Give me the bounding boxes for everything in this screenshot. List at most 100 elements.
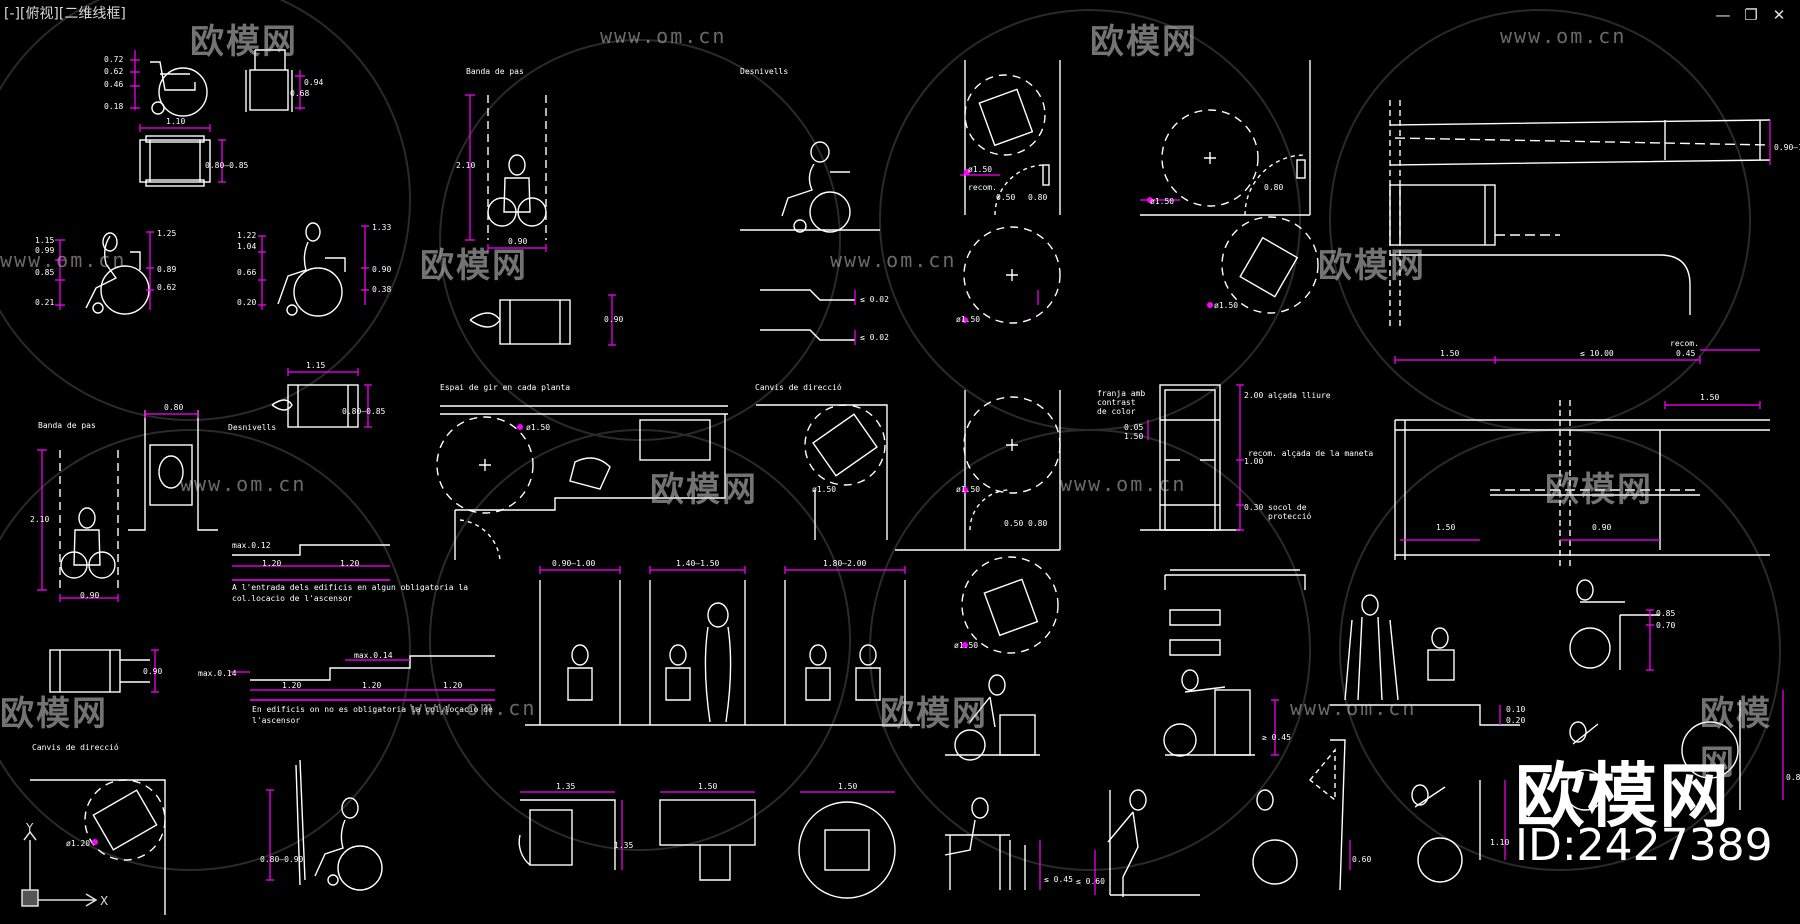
viewport-window-controls: — ❐ ✕ — [1714, 6, 1788, 24]
dim-text: 0.80 — [1028, 519, 1047, 528]
dim-text: ø1.50 — [956, 315, 980, 324]
dim-text: ≤ 0.02 — [860, 295, 889, 304]
close-button[interactable]: ✕ — [1772, 6, 1786, 24]
dim-text: 1.04 — [237, 242, 256, 251]
dim-text: 0.85 — [35, 268, 54, 277]
minimize-button[interactable]: — — [1715, 6, 1731, 24]
dim-text: 0.30 — [1244, 503, 1263, 512]
dim-text: 0.45 — [1676, 349, 1695, 358]
dim-text: 1.20 — [362, 681, 381, 690]
watermark-brand: 欧模网 — [1700, 694, 1772, 783]
dim-text: 0.80–0.90 — [260, 855, 304, 864]
svg-text:X: X — [100, 894, 108, 908]
turning-circle-door-3 — [895, 390, 1061, 654]
watermark-brand: 欧模网 — [0, 694, 108, 734]
restore-button[interactable]: ❐ — [1744, 6, 1758, 24]
dim-text: 1.15 — [306, 361, 325, 370]
dim-text: 1.00 — [1244, 457, 1263, 466]
dim-text: 0.90 — [604, 315, 623, 324]
dim-text: 0.72 — [104, 55, 123, 64]
label-socol-b: protecció — [1268, 511, 1312, 521]
dim-text: 0.80 — [1264, 183, 1283, 192]
dim-text: ø1.50 — [968, 165, 992, 174]
watermark-url: www.om.cn — [0, 248, 127, 272]
dim-text: 1.50 — [1436, 523, 1455, 532]
turn-plan-circle — [798, 801, 896, 899]
label-socol-a: socol de — [1268, 503, 1307, 512]
dim-text: 0.68 — [290, 89, 309, 98]
label-alcada-lliure: alçada lliure — [1268, 391, 1331, 400]
dim-text: 2.10 — [30, 515, 49, 524]
watermark-brand: 欧模网 — [420, 246, 528, 286]
ucs-icon: Y X — [21, 821, 108, 908]
banda-de-pas-plan-2 — [128, 410, 218, 531]
dim-text: ø1.50 — [812, 485, 836, 494]
dim-text: 0.05 — [1124, 423, 1143, 432]
dim-text: 0.62 — [157, 283, 176, 292]
ramp-steps-2 — [250, 655, 495, 701]
dim-text: 1.35 — [614, 841, 633, 850]
dim-text: 0.50 — [1004, 519, 1023, 528]
watermark-url: www.om.cn — [410, 696, 537, 720]
dim-text: ≤ 0.45 — [1044, 875, 1073, 884]
desnivells-person-wheelchair — [740, 141, 880, 233]
watermark-url: www.om.cn — [1500, 24, 1627, 48]
label-espai-gir: Espai de gir en cada planta — [440, 383, 570, 392]
watermark-brand: 欧模网 — [880, 694, 988, 734]
note-2b: l'ascensor — [252, 716, 300, 725]
label-recom-2: recom. — [1670, 339, 1699, 348]
dim-text: ø1.50 — [954, 641, 978, 650]
dim-text: 0.80–0.85 — [342, 407, 386, 416]
dim-text: 0.80 — [1786, 773, 1800, 782]
dim-text: 1.33 — [372, 223, 391, 232]
watermark-url: www.om.cn — [830, 248, 957, 272]
dim-text: 2.10 — [456, 161, 475, 170]
dim-text: 0.90 — [80, 591, 99, 600]
label-franja-a: franja amb — [1097, 389, 1145, 398]
watermark-url: www.om.cn — [1290, 696, 1417, 720]
watermark-brand: 欧模网 — [1318, 246, 1426, 286]
viewport-label[interactable]: [-][俯视][二维线框] — [4, 6, 126, 22]
person-chair-writing — [944, 797, 1026, 890]
canvis-direccio-plan-1 — [756, 404, 888, 540]
dim-text: 1.20 — [262, 559, 281, 568]
dim-text: 1.15 — [35, 236, 54, 245]
turning-circle-door-1 — [963, 60, 1061, 324]
dim-text: 0.90 — [372, 265, 391, 274]
dim-text: 0.90–1.00 — [552, 559, 596, 568]
label-franja-b: contrast — [1097, 398, 1136, 407]
dim-text: 0.46 — [104, 80, 123, 89]
watermark-brand: 欧模网 — [650, 470, 758, 510]
label-desnivells-1: Desnivells — [740, 67, 788, 76]
dim-text: ø1.50 — [1150, 197, 1174, 206]
dim-text: 1.50 — [1440, 349, 1459, 358]
wheelchair-top-view-4 — [49, 649, 150, 693]
dim-text: 1.22 — [237, 231, 256, 240]
dim-text: ≤ 0.60 — [1076, 877, 1105, 886]
wheelchair-side-view-1 — [150, 61, 208, 117]
label-canvis-direccio-1: Canvis de direcció — [755, 382, 842, 392]
banda-de-pas-elevation-1 — [487, 95, 547, 240]
dim-text: 0.38 — [372, 285, 391, 294]
turn-plan-1 — [518, 799, 616, 870]
dim-text: 1.10 — [166, 117, 185, 126]
dim-text: 1.50 — [1700, 393, 1719, 402]
dim-text: 1.35 — [556, 782, 575, 791]
note-1b: col.locacio de l'ascensor — [232, 594, 353, 603]
wheelchair-top-view-3 — [271, 384, 359, 428]
dim-text: 0.90 — [1592, 523, 1611, 532]
dim-text: 0.70 — [1656, 621, 1675, 630]
note-2a: En edificis on no es obligatoria la col.… — [252, 705, 493, 714]
ramp-plan-1 — [1389, 100, 1771, 330]
label-canvis-direccio-2: Canvis de direcció — [32, 742, 119, 752]
dim-text: ø1.50 — [1214, 301, 1238, 310]
dim-text: 0.20 — [1506, 716, 1525, 725]
watermark-brand: 欧模网 — [1545, 470, 1653, 510]
watermark-brand: 欧模网 — [1090, 22, 1198, 62]
watermark-url: www.om.cn — [600, 24, 727, 48]
dim-text: 0.89 — [157, 265, 176, 274]
dim-text: max.0.14 — [198, 669, 237, 678]
